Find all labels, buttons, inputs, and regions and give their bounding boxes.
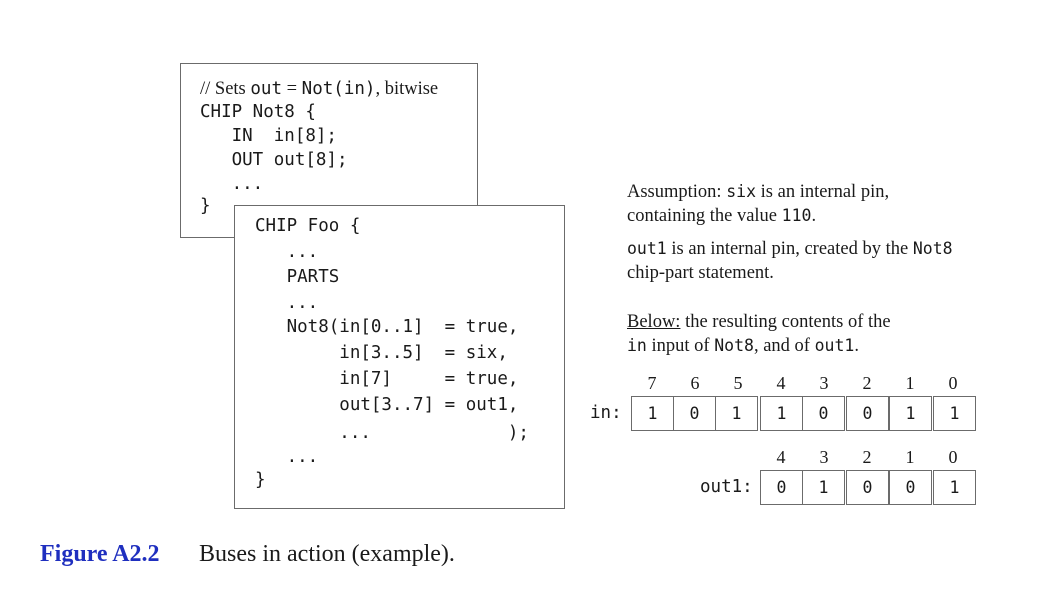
in-bit-index: 7: [647, 373, 657, 393]
not8-line-in: IN in[8];: [200, 126, 337, 146]
in-bit-index: 6: [690, 373, 700, 393]
out1-bit-cell: 0: [760, 470, 803, 505]
assumption-note: Assumption: six is an internal pin, cont…: [627, 182, 890, 226]
in-bit-index: 3: [819, 373, 829, 393]
foo-line-out-3-7: out[3..7] = out1,: [255, 395, 519, 415]
in-bit-cell: 1: [933, 396, 976, 431]
not8-line-ellipsis: ...: [200, 174, 264, 194]
in-bit-cell: 0: [673, 396, 716, 431]
in-bit-index: 0: [948, 373, 958, 393]
in-bit-cell: 1: [889, 396, 932, 431]
out1-bit-index: 2: [862, 447, 872, 467]
in-bit-cell: 1: [631, 396, 674, 431]
foo-line-in-7: in[7] = true,: [255, 369, 519, 389]
in-bit-cell: 1: [715, 396, 758, 431]
in-row-label: in:: [590, 403, 622, 423]
foo-line-header: CHIP Foo {: [255, 216, 361, 236]
foo-chip-box: CHIP Foo { ... PARTS ... Not8(in[0..1] =…: [234, 205, 565, 509]
out1-bit-cell: 0: [889, 470, 932, 505]
not8-line-header: CHIP Not8 {: [200, 102, 316, 122]
out1-note: out1 is an internal pin, created by the …: [627, 239, 953, 283]
figure-label: Figure A2.2: [40, 541, 160, 567]
foo-line-ellipsis: ...: [255, 242, 319, 262]
not8-comment: // Sets out = Not(in), bitwise: [200, 79, 439, 99]
out1-bit-index: 3: [819, 447, 829, 467]
foo-line-ellipsis: ...: [255, 293, 319, 313]
out1-bit-cell: 0: [846, 470, 889, 505]
out1-bit-index: 4: [776, 447, 786, 467]
in-bit-index: 1: [905, 373, 915, 393]
not8-line-close: }: [200, 196, 211, 216]
figure-caption: Buses in action (example).: [199, 541, 455, 567]
foo-line-ellipsis: ...: [255, 447, 319, 467]
foo-line-parts: PARTS: [255, 267, 340, 287]
below-note: Below: the resulting contents of the in …: [627, 312, 891, 356]
in-bit-cell: 0: [802, 396, 845, 431]
foo-line-in-3-5: in[3..5] = six,: [255, 343, 508, 363]
foo-line-not8-call: Not8(in[0..1] = true,: [255, 317, 519, 337]
in-bit-index: 4: [776, 373, 786, 393]
in-bit-index: 2: [862, 373, 872, 393]
out1-bit-index: 1: [905, 447, 915, 467]
out1-bit-cell: 1: [933, 470, 976, 505]
out1-bit-index: 0: [948, 447, 958, 467]
in-bit-index: 5: [733, 373, 743, 393]
in-bit-cell: 0: [846, 396, 889, 431]
out1-row-label: out1:: [700, 477, 753, 497]
in-bit-cell: 1: [760, 396, 803, 431]
foo-line-close: }: [255, 470, 266, 490]
not8-line-out: OUT out[8];: [200, 150, 348, 170]
foo-line-ellipsis-close: ... );: [255, 423, 529, 443]
out1-bit-cell: 1: [802, 470, 845, 505]
